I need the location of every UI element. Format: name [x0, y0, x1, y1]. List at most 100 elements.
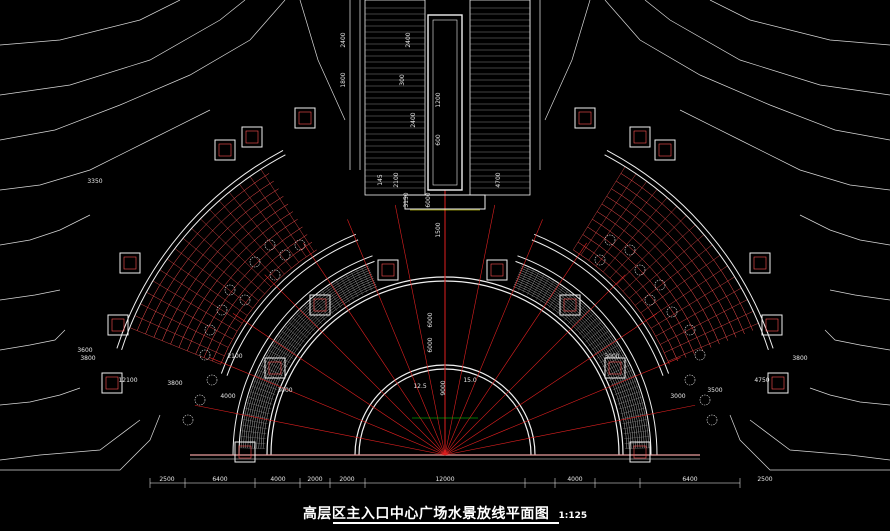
step-tread-left: [346, 275, 359, 298]
contour-right-2: [604, 0, 890, 141]
step-tread-right: [599, 349, 622, 363]
step-tread-right: [602, 354, 625, 368]
tree-symbol-8: [204, 324, 216, 336]
planter-boxes: [101, 107, 789, 463]
paving-spoke-right: [660, 299, 748, 345]
left-dim-label-1: 12100: [118, 377, 137, 384]
tree-symbol-12: [182, 414, 194, 426]
step-tread-right: [575, 313, 594, 331]
amphitheatre-steps: [240, 265, 650, 449]
planter-box-inner-16: [298, 111, 312, 125]
step-tread-left: [300, 309, 319, 328]
step-tread-right: [622, 419, 647, 424]
step-right: [517, 275, 639, 449]
ring-wall-5: [226, 239, 359, 376]
terrain-contour-lines: [0, 0, 890, 471]
paving-spoke-left: [129, 327, 221, 365]
paving-spoke-left: [249, 176, 307, 257]
step-tread-left: [336, 281, 350, 303]
planter-box-inner-13: [753, 256, 767, 270]
step-tread-left: [296, 313, 315, 331]
planter-box-inner-0: [381, 263, 395, 277]
dim-label-bottom-6: 4000: [567, 476, 582, 483]
planter-box-inner-2: [313, 298, 327, 312]
planter-box-inner-8: [245, 130, 259, 144]
step-left: [245, 269, 371, 449]
tree-symbol-7: [216, 304, 228, 316]
tree-symbol-14: [624, 244, 636, 256]
step-tread-left: [258, 370, 282, 381]
dim-label-bottom-1: 6400: [212, 476, 227, 483]
step-tread-right: [531, 275, 544, 298]
paving-ring-right: [582, 234, 687, 358]
step-tread-left: [253, 380, 278, 391]
planter-box-0: [377, 259, 399, 281]
top-dim-label-3: 2400: [405, 32, 412, 47]
step-tread-left: [274, 340, 296, 355]
dim-label-bottom-7: 6400: [682, 476, 697, 483]
planter-box-inner-5: [608, 361, 622, 375]
tree-symbol-13: [604, 234, 616, 246]
planter-box-inner-14: [765, 318, 779, 332]
contour-right-edge: [729, 414, 890, 471]
paving-ring-left: [170, 203, 289, 345]
contour-right-3: [679, 109, 890, 191]
step-right: [518, 271, 643, 449]
contour-left-0: [0, 0, 181, 46]
planter-box-inner-11: [105, 376, 119, 390]
planter-box-12: [629, 126, 651, 148]
tree-symbol-19: [666, 306, 678, 318]
contour-left-edge: [0, 414, 161, 471]
planter-box-3: [559, 294, 581, 316]
step-tread-left: [249, 391, 274, 400]
contour-left-7: [0, 387, 81, 406]
paving-spoke-left: [191, 228, 265, 294]
tree-symbol-10: [206, 374, 218, 386]
step-tread-left: [265, 354, 288, 368]
tree-symbol-6: [239, 294, 251, 306]
tree-symbol-17: [654, 279, 666, 291]
paving-spoke-right: [651, 276, 735, 329]
tree-symbol-11: [194, 394, 206, 406]
paving-ring-right: [573, 249, 670, 365]
step-tread-right: [560, 297, 577, 318]
dim-label-bottom-4: 12000: [435, 476, 454, 483]
planter-box-inner-12: [633, 130, 647, 144]
step-tread-left: [292, 317, 312, 335]
step-tread-left: [240, 447, 266, 449]
planter-box-inner-9: [123, 256, 137, 270]
step-tread-left: [317, 294, 334, 315]
step-tread-right: [621, 413, 646, 419]
paving-spoke-right: [668, 323, 759, 362]
tree-symbol-3: [249, 256, 261, 268]
paving-ring-left: [186, 218, 298, 351]
step-tread-right: [604, 359, 627, 372]
ring-wall-8: [232, 255, 373, 456]
tree-symbol-4: [269, 269, 281, 281]
paving-spoke-right: [573, 166, 626, 250]
step-tread-left: [255, 375, 280, 386]
paving-ring-right: [596, 211, 712, 348]
paving-spoke-left: [146, 292, 233, 340]
paving-spoke-right: [602, 197, 668, 272]
tree-symbol-18: [644, 294, 656, 306]
tree-symbol-0: [264, 239, 276, 251]
drawing-title-block: 高层区主入口中心广场水景放线平面图 1:125: [0, 503, 890, 523]
step-tread-left: [351, 272, 363, 295]
radial-line: [394, 204, 446, 456]
dim-label-bottom-3: 2000: [307, 476, 322, 483]
paving-ring-right: [616, 180, 745, 335]
paving-ring-right: [587, 226, 695, 355]
tree-symbol-2: [294, 239, 306, 251]
step-tread-left: [242, 424, 267, 429]
paving-spoke-right: [580, 173, 637, 255]
dim-label-bottom-0: 2500: [159, 476, 174, 483]
step-tread-right: [540, 281, 554, 303]
planter-box-11: [101, 372, 123, 394]
step-tread-left: [241, 430, 267, 434]
paving-ring-left: [212, 241, 313, 362]
top-dim-label-11: 2100: [393, 172, 400, 187]
tree-symbols: [182, 234, 718, 426]
center-arc-label-0: 12.5: [413, 383, 427, 390]
